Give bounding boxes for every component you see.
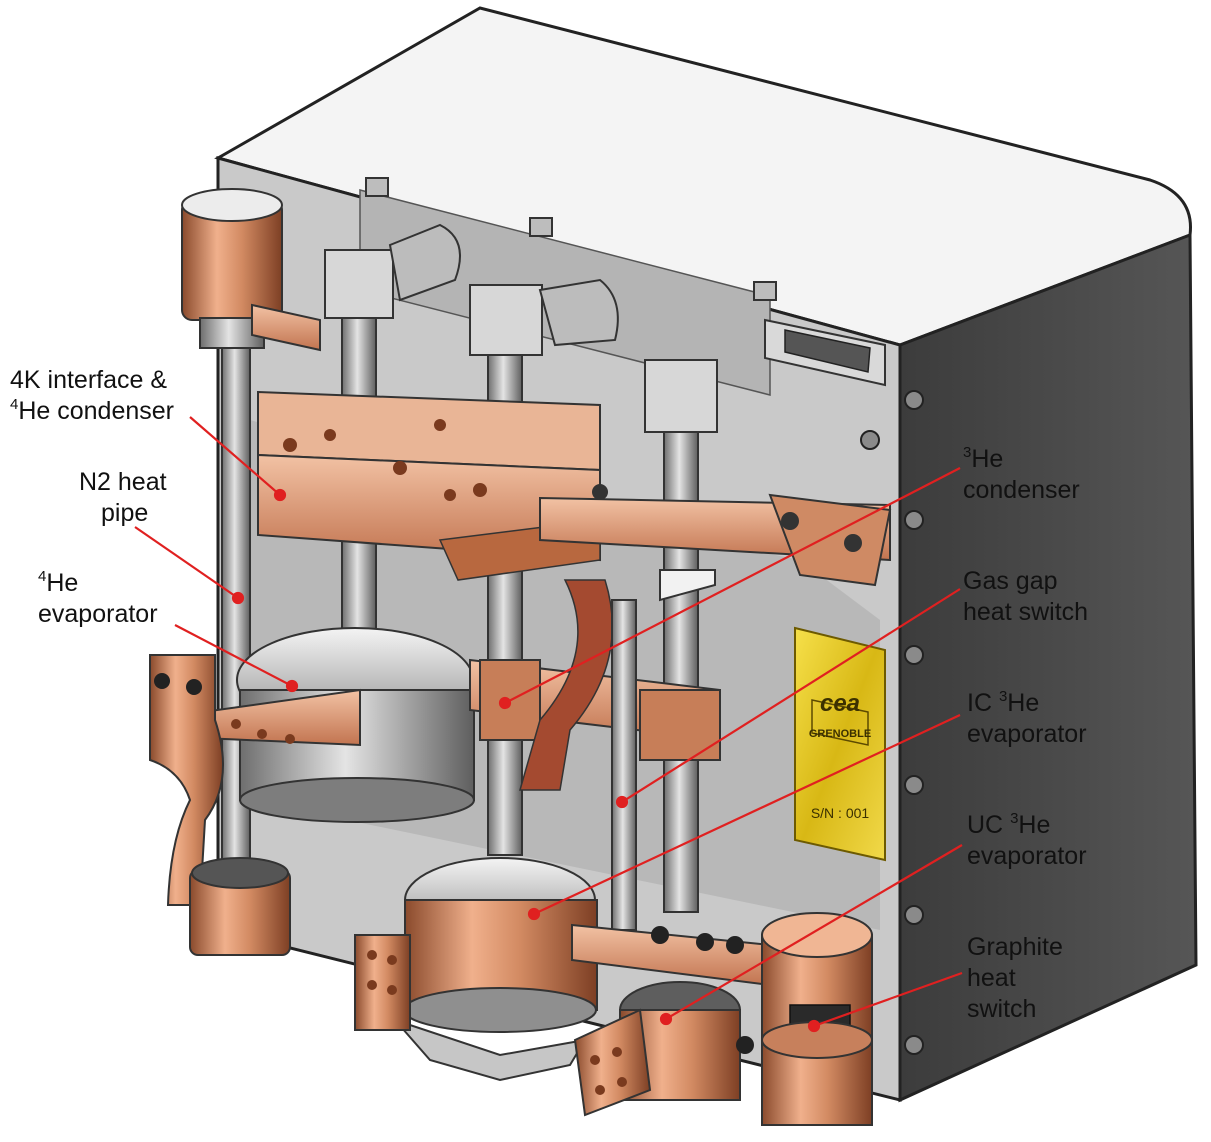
plate-city: GRENOBLE (808, 728, 872, 740)
label-4k-interface: 4K interface & 4He condenser (10, 366, 174, 425)
label-gas-gap-heat-switch: Gas gap heat switch (963, 567, 1089, 626)
label-n2-heat-pipe: N2 heat pipe (79, 468, 167, 527)
label-graphite-heat-switch: Graphite heat switch (967, 933, 1063, 1023)
label-uc-3he-evaporator: UC 3He evaporator (967, 809, 1087, 870)
label-4he-evaporator: 4He evaporator (38, 567, 158, 628)
plate-serial: S/N : 001 (810, 805, 870, 821)
label-ic-3he-evaporator: IC 3He evaporator (967, 687, 1087, 748)
label-3he-condenser: 3He condenser (963, 443, 1080, 504)
plate-logo: cea (819, 690, 861, 717)
